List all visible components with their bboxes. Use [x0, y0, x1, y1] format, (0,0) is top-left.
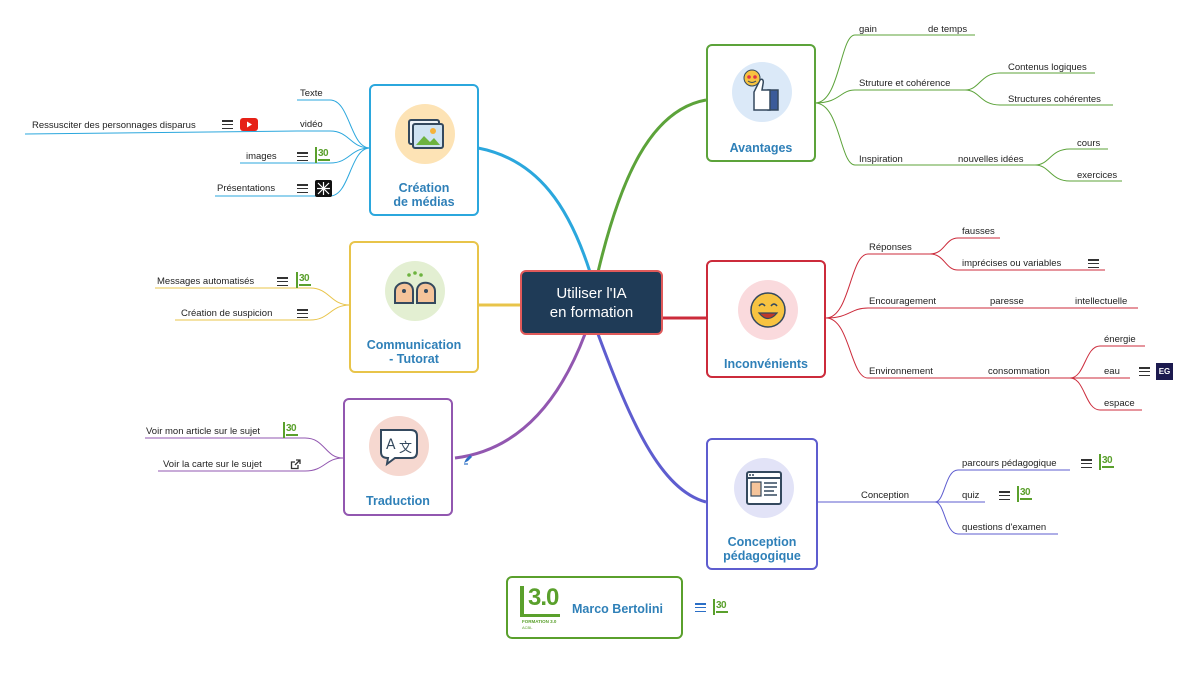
avantages-idees[interactable]: nouvelles idées — [958, 154, 1024, 165]
avantages-cours[interactable]: cours — [1077, 138, 1101, 149]
media-presentations[interactable]: Présentations — [217, 183, 276, 194]
presentation-app-icon[interactable] — [315, 180, 332, 197]
pen-icon[interactable] — [462, 452, 474, 465]
central-topic-line2: en formation — [549, 304, 634, 321]
thumbs-up-icon — [732, 62, 792, 122]
notes-icon[interactable] — [297, 309, 308, 319]
topic-communication-title2: - Tutorat — [389, 352, 439, 366]
dialogue-heads-icon — [385, 261, 445, 321]
external-link-icon[interactable] — [290, 457, 301, 470]
branch-trad — [454, 333, 587, 460]
conception-parcours[interactable]: parcours pédagogique — [962, 458, 1057, 469]
conception-questions[interactable]: questions d'examen — [962, 522, 1047, 533]
avantages-coherentes[interactable]: Structures cohérentes — [1008, 94, 1101, 105]
branch-conception — [596, 333, 707, 504]
branch-media — [477, 146, 592, 273]
comm-suspicion[interactable]: Création de suspicion — [181, 308, 273, 319]
avantages-structure[interactable]: Struture et cohérence — [859, 78, 951, 89]
avantages-gain[interactable]: gain — [859, 24, 877, 35]
notes-icon[interactable] — [222, 120, 233, 130]
notes-icon[interactable] — [1139, 367, 1150, 377]
svg-text:A: A — [386, 437, 396, 453]
eg-logo[interactable]: EG — [1156, 363, 1173, 380]
topic-creation-medias-title1: Création — [398, 181, 450, 195]
avantages-temps[interactable]: de temps — [928, 24, 968, 35]
topic-inconvenients[interactable]: Inconvénients — [706, 260, 826, 378]
topic-communication-tutorat[interactable]: Communication - Tutorat — [349, 241, 479, 373]
youtube-icon[interactable] — [240, 118, 258, 131]
media-icon — [395, 104, 455, 164]
topic-avantages-title: Avantages — [729, 141, 793, 155]
trad-article[interactable]: Voir mon article sur le sujet — [146, 426, 261, 437]
svg-text:文: 文 — [399, 441, 412, 456]
notes-icon[interactable] — [277, 277, 288, 287]
layout-document-icon — [734, 458, 794, 518]
media-texte[interactable]: Texte — [300, 88, 323, 99]
avantages-exercices[interactable]: exercices — [1077, 170, 1118, 181]
inconv-reponses[interactable]: Réponses — [869, 242, 912, 253]
avantages-inspiration[interactable]: Inspiration — [859, 154, 903, 165]
central-topic[interactable]: Utiliser l'IA en formation — [520, 270, 663, 335]
inconv-imprecises[interactable]: imprécises ou variables — [962, 258, 1062, 269]
comm-messages[interactable]: Messages automatisés — [157, 276, 255, 287]
topic-communication-title1: Communication — [366, 338, 462, 352]
inconv-consommation[interactable]: consommation — [988, 366, 1050, 377]
notes-icon[interactable] — [695, 603, 706, 613]
inconv-espace[interactable]: espace — [1104, 398, 1135, 409]
topic-creation-medias-title2: de médias — [393, 195, 455, 209]
notes-icon[interactable] — [297, 184, 308, 194]
topic-traduction-title: Traduction — [366, 494, 430, 508]
inconv-eau[interactable]: eau — [1104, 366, 1120, 377]
inconv-fausses[interactable]: fausses — [962, 226, 995, 237]
topic-conception-title2: pédagogique — [723, 549, 801, 563]
formation30-logo-large: 3.0 FORMATION 3.0 ACBL — [520, 584, 560, 630]
media-ressusciter[interactable]: Ressusciter des personnages disparus — [32, 120, 196, 131]
author-card[interactable]: 3.0 FORMATION 3.0 ACBL Marco Bertolini — [506, 576, 683, 639]
notes-icon[interactable] — [1081, 459, 1092, 469]
inconv-intellectuelle[interactable]: intellectuelle — [1075, 296, 1128, 307]
topic-traduction[interactable]: A 文 Traduction — [343, 398, 453, 516]
inconv-encouragement[interactable]: Encouragement — [869, 296, 937, 307]
topic-conception-title1: Conception — [727, 535, 797, 549]
topic-creation-medias[interactable]: Création de médias — [369, 84, 479, 216]
topic-avantages[interactable]: Avantages — [706, 44, 816, 162]
notes-icon[interactable] — [999, 491, 1010, 501]
formation30-logo[interactable]: 30 — [296, 272, 312, 288]
inconv-paresse[interactable]: paresse — [990, 296, 1024, 307]
formation30-logo[interactable]: 30 — [1017, 486, 1033, 502]
formation30-logo[interactable]: 30 — [283, 422, 299, 438]
avantages-logiques[interactable]: Contenus logiques — [1008, 62, 1087, 73]
formation30-logo[interactable]: 30 — [315, 147, 331, 163]
translate-icon: A 文 — [369, 416, 429, 476]
conception-conception[interactable]: Conception — [861, 490, 910, 501]
grimace-face-icon — [738, 280, 798, 340]
media-images[interactable]: images — [246, 151, 277, 162]
author-name: Marco Bertolini — [572, 602, 663, 616]
topic-conception-pedagogique[interactable]: Conception pédagogique — [706, 438, 818, 570]
formation30-logo[interactable]: 30 — [1099, 454, 1115, 470]
formation30-logo[interactable]: 30 — [713, 599, 729, 615]
notes-icon[interactable] — [297, 152, 308, 162]
topic-inconvenients-title: Inconvénients — [723, 357, 809, 371]
trad-carte[interactable]: Voir la carte sur le sujet — [163, 459, 262, 470]
media-video[interactable]: vidéo — [300, 119, 323, 130]
inconv-energie[interactable]: énergie — [1104, 334, 1136, 345]
inconv-environnement[interactable]: Environnement — [869, 366, 933, 377]
central-topic-line1: Utiliser l'IA — [556, 285, 627, 302]
branch-avantages — [596, 98, 707, 273]
conception-quiz[interactable]: quiz — [962, 490, 980, 501]
notes-icon[interactable] — [1088, 259, 1099, 269]
